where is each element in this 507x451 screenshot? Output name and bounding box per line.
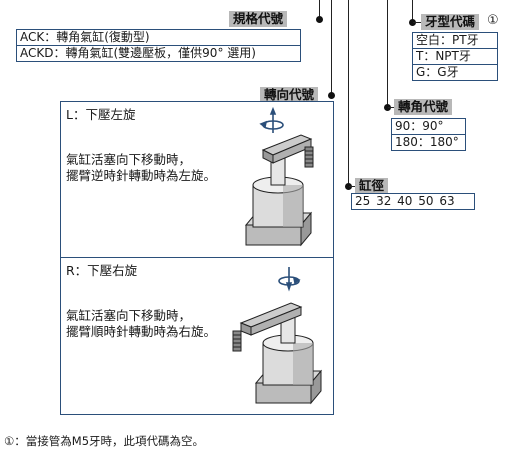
bore-box: 25 32 40 50 63: [351, 193, 475, 210]
bore-dot: [345, 183, 352, 190]
panel-desc-line: 氣缸活塞向下移動時，: [66, 152, 192, 167]
leader-line-thread: [412, 0, 414, 22]
spec-code-dot: [316, 16, 323, 23]
panel-desc-line: 擺臂逆時針轉動時為左旋。: [66, 168, 217, 183]
rotation-panel-right: R：下壓右旋 氣缸活塞向下移動時， 擺臂順時針轉動時為右旋。: [60, 257, 334, 415]
right-rotation-cylinder-illustration: [232, 267, 323, 405]
spec-code-box: ACK：轉角氣缸(復動型) ACKD：轉角氣缸(雙邊壓板，僅供90° 選用): [16, 29, 301, 62]
left-rotation-cylinder-illustration: [244, 106, 314, 247]
angle-code-dot: [384, 104, 391, 111]
thread-code-row: G：G牙: [413, 64, 497, 80]
clockwise-arrow-icon: [278, 267, 301, 292]
leader-line-angle: [387, 0, 389, 107]
bore-label: 缸徑: [355, 178, 389, 194]
bore-connector: [349, 186, 355, 188]
angle-code-row: 180：180°: [392, 134, 465, 150]
rotation-code-dot: [328, 92, 335, 99]
counterclockwise-arrow-icon: [259, 106, 284, 133]
thread-code-note-mark: ①: [487, 13, 499, 28]
thread-code-label: 牙型代碼: [421, 14, 480, 30]
leader-line-bore: [348, 0, 350, 186]
thread-code-box: 空白：PT牙 T：NPT牙 G：G牙: [412, 32, 498, 81]
thread-code-connector: [413, 22, 421, 24]
panel-desc-line: 擺臂順時針轉動時為右旋。: [66, 324, 217, 339]
thread-code-dot: [409, 19, 416, 26]
footnote: ①：當接管為M5牙時，此項代碼為空。: [4, 434, 205, 448]
angle-code-row: 90：90°: [395, 119, 444, 133]
rotation-panel-left: L：下壓左旋 氣缸活塞向下移動時， 擺臂逆時針轉動時為左旋。: [60, 101, 334, 259]
panel-title: R：下壓右旋: [66, 263, 138, 278]
thread-code-row: 空白：PT牙: [416, 33, 479, 47]
bore-values: 25 32 40 50 63: [355, 194, 455, 208]
leader-line-spec: [319, 0, 321, 19]
angle-code-box: 90：90° 180：180°: [391, 118, 466, 151]
spec-code-row: ACKD：轉角氣缸(雙邊壓板，僅供90° 選用): [17, 45, 300, 61]
panel-title: L：下壓左旋: [66, 107, 136, 122]
angle-code-connector: [388, 107, 394, 109]
spec-code-label: 規格代號: [229, 11, 288, 27]
panel-desc-line: 氣缸活塞向下移動時，: [66, 308, 192, 323]
spec-code-row: ACK：轉角氣缸(復動型): [20, 30, 150, 44]
thread-code-row: T：NPT牙: [413, 48, 497, 64]
angle-code-label: 轉角代號: [394, 99, 453, 115]
rotation-code-label: 轉向代號: [260, 87, 319, 103]
leader-line-rotation: [331, 0, 333, 95]
